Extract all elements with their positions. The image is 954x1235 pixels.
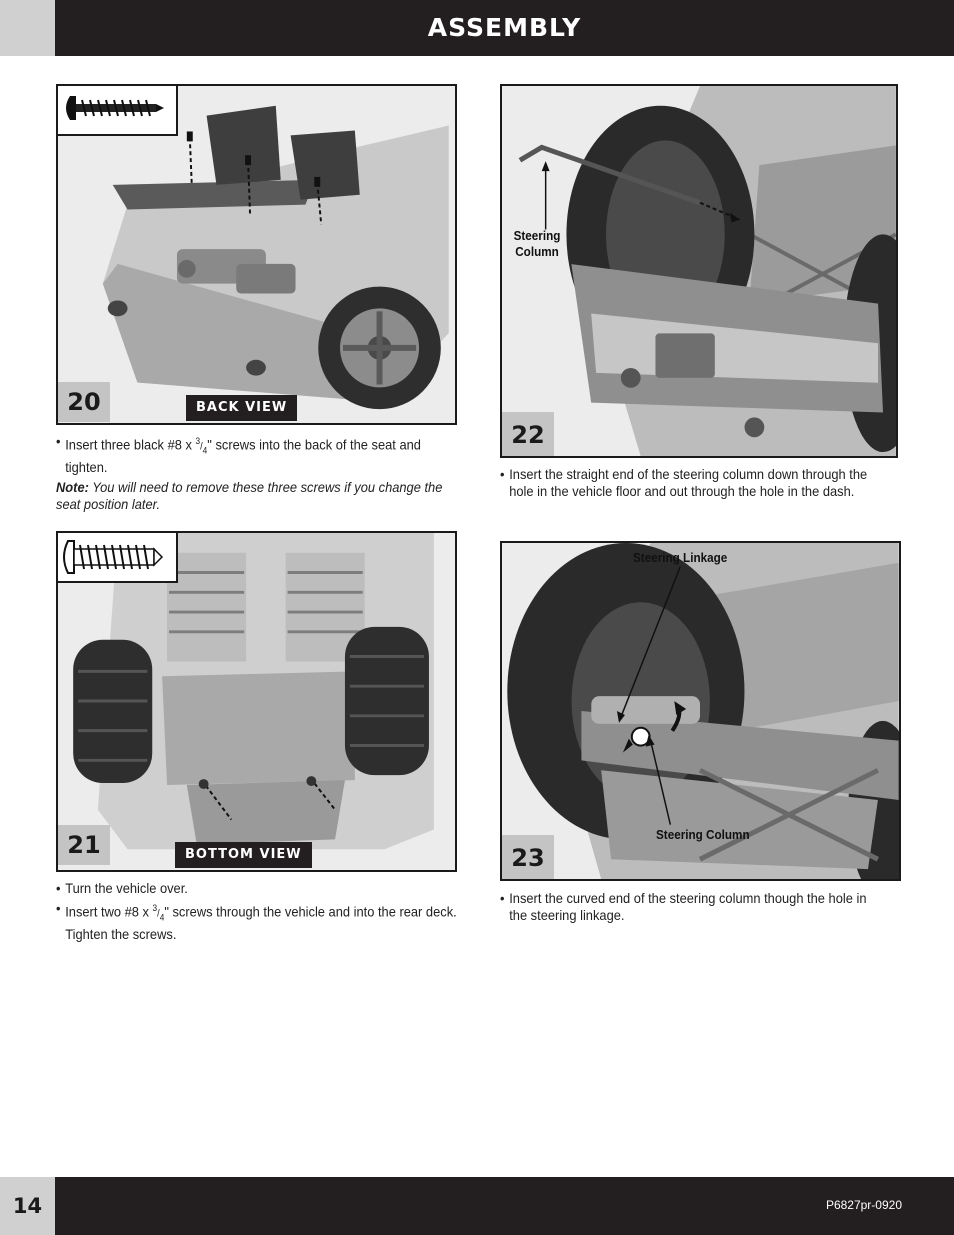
car-bottom-view-illustration	[58, 533, 455, 870]
step-number-badge: 22	[502, 412, 554, 456]
note: Note: You will need to remove these thre…	[56, 479, 457, 513]
steering-linkage-callout: Steering Linkage	[633, 550, 728, 565]
step-number-badge: 20	[58, 382, 110, 422]
steering-column-front-illustration	[502, 86, 896, 456]
page-number: 14	[12, 1194, 43, 1218]
long-screw-icon	[66, 96, 164, 120]
view-label: BACK VIEW	[186, 395, 298, 421]
instruction-bullet: Insert three black #8 x 3/4" screws into…	[56, 433, 457, 476]
footer-tab	[0, 1177, 55, 1235]
page-title: ASSEMBLY	[427, 13, 582, 42]
instruction-text: Insert the curved end of the steering co…	[509, 890, 867, 923]
step-22-illustration: Steering Column 22	[500, 84, 898, 458]
instruction-bullet: Insert the curved end of the steering co…	[500, 890, 886, 924]
car-back-view-illustration	[58, 86, 455, 423]
callout-text: Steering Column	[513, 228, 561, 259]
instruction-text: Insert two #8 x	[65, 903, 153, 920]
steering-column-callout: Steering Column	[656, 827, 750, 842]
view-label: BOTTOM VIEW	[175, 842, 312, 868]
instruction-text: Turn the vehicle over.	[65, 880, 188, 896]
document-code: P6827pr-0920	[825, 1198, 902, 1212]
step-number-badge: 21	[58, 825, 110, 865]
step-20-illustration: 20 BACK VIEW	[56, 84, 457, 425]
step-number-badge: 23	[502, 835, 554, 879]
step-21-instructions: Turn the vehicle over. Insert two #8 x 3…	[56, 880, 457, 946]
fraction-denominator: 4	[159, 912, 165, 923]
screw-reference-box	[58, 86, 178, 136]
instruction-text: Insert the straight end of the steering …	[509, 466, 868, 499]
fraction-denominator: 4	[202, 445, 208, 456]
short-screw-icon	[63, 540, 164, 574]
fraction-numerator: 3	[195, 436, 201, 446]
note-text: You will need to remove these three scre…	[56, 479, 443, 513]
header-bar: ASSEMBLY	[55, 0, 954, 56]
steering-column-callout: Steering Column	[510, 228, 564, 260]
fraction-slash: /	[157, 908, 160, 920]
instruction-bullet: Turn the vehicle over.	[56, 880, 457, 897]
step-20-instructions: Insert three black #8 x 3/4" screws into…	[56, 433, 457, 513]
instruction-text: Insert three black #8 x	[65, 436, 196, 453]
footer-bar	[55, 1177, 954, 1235]
instruction-text: " screws through the vehicle and into th…	[65, 903, 457, 943]
step-22-instructions: Insert the straight end of the steering …	[500, 466, 886, 503]
note-label: Note:	[56, 479, 89, 496]
step-23-instructions: Insert the curved end of the steering co…	[500, 890, 886, 927]
screw-reference-box	[58, 533, 178, 583]
fraction-numerator: 3	[152, 903, 158, 913]
header-tab	[0, 0, 55, 56]
fraction-slash: /	[200, 441, 203, 453]
instruction-text: " screws into the back of the seat and t…	[65, 436, 421, 476]
instruction-bullet: Insert the straight end of the steering …	[500, 466, 886, 500]
instruction-bullet: Insert two #8 x 3/4" screws through the …	[56, 900, 457, 943]
step-21-illustration: 21 BOTTOM VIEW	[56, 531, 457, 872]
step-23-illustration: Steering Linkage Steering Column 23	[500, 541, 901, 881]
steering-linkage-illustration	[502, 543, 899, 879]
